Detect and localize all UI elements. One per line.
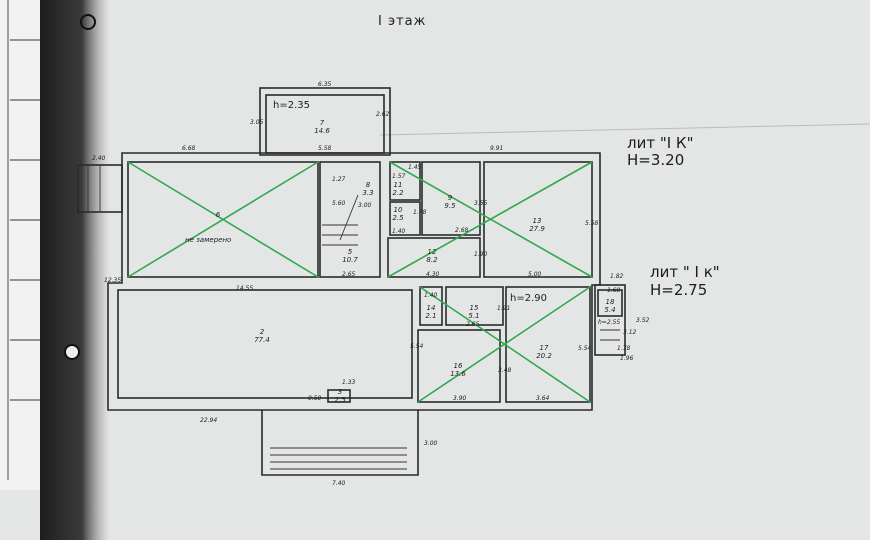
dimension-label: 3.48 [498, 367, 512, 374]
dimension-label: 1.33 [342, 379, 356, 386]
dimension-label: 1.45 [408, 164, 422, 171]
dimension-label: 2.40 [92, 155, 106, 162]
room-area: 8.2 [426, 256, 438, 264]
lit-height-2: H=2.75 [650, 281, 707, 299]
dimension-label: 5.00 [528, 271, 542, 278]
walls [77, 87, 626, 476]
dimension-label: 1.68 [607, 287, 621, 294]
room-number: 3 [338, 388, 342, 396]
steps-and-stairs [87, 165, 620, 470]
room-number: 17 [540, 344, 549, 352]
dimension-label: 3.52 [636, 317, 650, 324]
dimension-label: 1.40 [424, 292, 438, 299]
room-number: 9 [448, 194, 453, 202]
room-area: 27.9 [529, 225, 545, 233]
dimension-labels: 6.35 2.62 3.05 6.68 5.58 9.91 2.40 1.27 3.00 5.60… [92, 81, 650, 487]
dimension-label: 3.64 [536, 395, 550, 402]
room-area: 10.7 [342, 256, 358, 264]
punch-hole [80, 14, 96, 30]
room-number: 14 [427, 304, 436, 312]
dimension-label: 1.57 [392, 173, 406, 180]
lit-label-2: лит " I к" [650, 263, 720, 281]
dimension-label: 5.58 [585, 220, 599, 227]
room-number: 12 [428, 248, 437, 256]
dimension-label: 0.50 [308, 395, 322, 402]
dimension-label: 1.96 [620, 355, 634, 362]
room-area: 3.3 [362, 189, 373, 197]
fold-line [379, 123, 870, 136]
dimension-label: 1.82 [610, 273, 624, 280]
room-area: 5.4 [604, 306, 615, 314]
dimension-label: 2.65 [466, 321, 480, 328]
dimension-label: 1.91 [497, 305, 510, 312]
room-number: 6 [216, 211, 221, 219]
dimension-label: 5.60 [332, 200, 346, 207]
dimension-label: 7.40 [332, 480, 346, 487]
dimension-label: 6.68 [182, 145, 196, 152]
room-area: 9.5 [444, 202, 456, 210]
room-number: 11 [394, 181, 403, 189]
not-measured-note: не замерено [185, 236, 231, 244]
dimension-label: 14.55 [236, 285, 253, 292]
dimension-label: 3.05 [250, 119, 264, 126]
dimension-label: 12.35 [104, 277, 121, 284]
room-number: 2 [260, 328, 265, 336]
dimension-label: 1.90 [474, 251, 488, 258]
room-number: 15 [470, 304, 479, 312]
dimension-label: 1.78 [617, 345, 631, 352]
dimension-label: 5.58 [318, 145, 332, 152]
dimension-label: 3.00 [424, 440, 438, 447]
room-labels: 714.6683.3112.2102.599.51327.9510.7128.2… [216, 119, 616, 404]
dimension-label: 2.62 [376, 111, 390, 118]
dimension-label: 3.12 [623, 329, 637, 336]
room-area: 20.2 [536, 352, 552, 360]
dimension-label: 3.90 [453, 395, 467, 402]
dimension-label: 2.65 [342, 271, 356, 278]
small-height: h=2.55 [598, 319, 620, 326]
dimension-label: 3.55 [474, 200, 488, 207]
lit-height-1: H=3.20 [627, 151, 684, 169]
demolition-crosses [127, 161, 593, 403]
room-area: 2.5 [334, 396, 346, 404]
dimension-label: 5.54 [578, 345, 592, 352]
floor-title: I этаж [378, 14, 426, 29]
room-number: 7 [320, 119, 325, 127]
room-area: 14.6 [314, 127, 330, 135]
room-number: 8 [366, 181, 371, 189]
annex-height: h=2.35 [273, 100, 310, 111]
dimension-label: 1.40 [392, 228, 406, 235]
room-area: 2.1 [425, 312, 436, 320]
dimension-label: 1.78 [413, 209, 427, 216]
room-number: 13 [533, 217, 542, 225]
punch-hole [64, 344, 80, 360]
lit-label-1: лит "I К" [627, 134, 693, 152]
room-number: 16 [454, 362, 463, 370]
dimension-label: 9.91 [490, 145, 503, 152]
dimension-label: 5.54 [410, 343, 424, 350]
room-number: 10 [394, 206, 403, 214]
room17-height: h=2.90 [510, 293, 547, 304]
dimension-label: 4.30 [426, 271, 440, 278]
room-area: 77.4 [254, 336, 270, 344]
dimension-label: 3.00 [358, 202, 372, 209]
dimension-label: 6.35 [318, 81, 332, 88]
room-number: 18 [606, 298, 615, 306]
dimension-label: 22.94 [200, 417, 217, 424]
scan-dark-edge [40, 0, 110, 540]
room-area: 5.1 [468, 312, 479, 320]
dimension-label: 1.27 [332, 176, 346, 183]
room-area: 2.2 [392, 189, 404, 197]
dimension-label: 2.68 [455, 227, 469, 234]
room-area: 13.6 [450, 370, 466, 378]
room-area: 2.5 [392, 214, 404, 222]
room-number: 5 [348, 248, 353, 256]
